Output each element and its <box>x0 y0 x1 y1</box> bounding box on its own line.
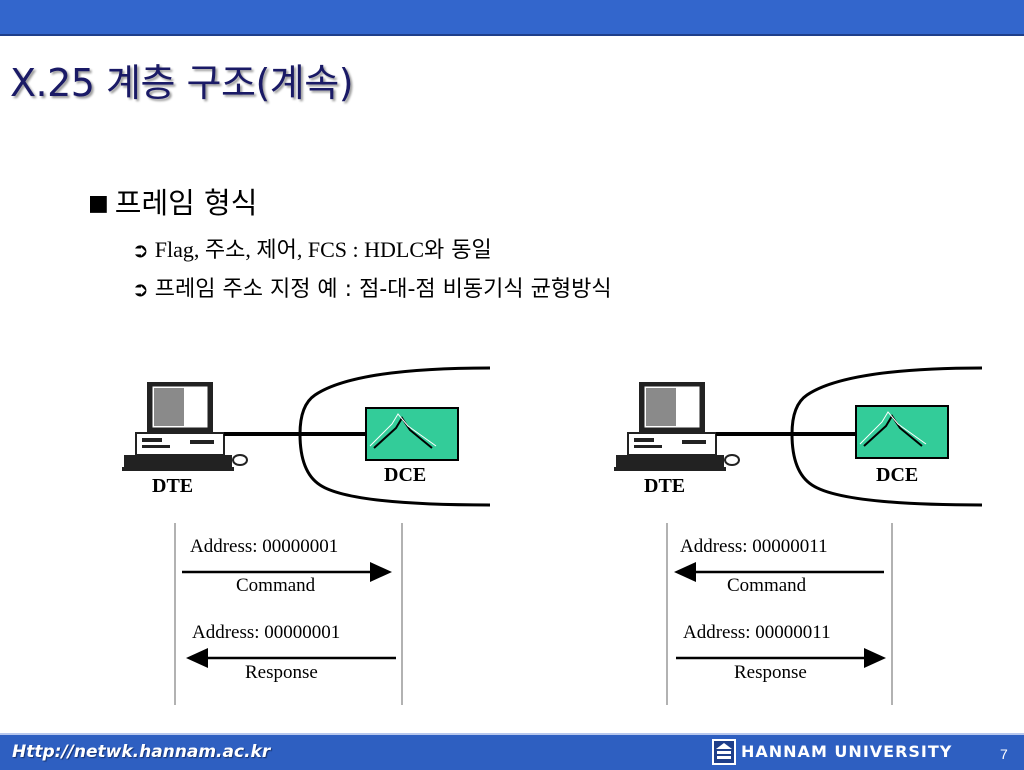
diagram-right-graphic <box>614 366 983 705</box>
dce-label: DCE <box>876 464 919 486</box>
arrow-bullet-icon: ➲ <box>132 277 149 301</box>
sub-bullet-1-part4: 제어 <box>256 238 297 263</box>
sub-bullet-1-part2: 주소 <box>204 238 246 263</box>
university-logo-icon <box>712 739 736 765</box>
response-address: Address: 00000011 <box>683 622 831 643</box>
main-bullet: ■프레임 형식 <box>88 180 257 222</box>
network-cloud-outline <box>790 366 983 507</box>
diagram-left-graphic <box>122 366 491 705</box>
response-label: Response <box>734 662 807 683</box>
command-address: Address: 00000011 <box>680 536 828 557</box>
dce-switch-icon <box>365 407 459 461</box>
command-arrow <box>674 562 884 582</box>
top-bar <box>0 0 1024 36</box>
arrow-bullet-icon: ➲ <box>132 238 149 262</box>
footer-bar: Http://netwk.hannam.ac.kr HANNAM UNIVERS… <box>0 733 1024 770</box>
bullet-marker: ■ <box>88 191 109 216</box>
sub-bullet-1-part1: Flag, <box>154 237 205 262</box>
computer-icon <box>122 382 248 471</box>
dte-label: DTE <box>644 475 686 497</box>
response-arrow <box>186 648 396 668</box>
response-arrow <box>676 648 886 668</box>
command-address: Address: 00000001 <box>190 536 339 557</box>
computer-icon <box>614 382 740 471</box>
dce-switch-icon <box>855 405 949 459</box>
sub-bullet-1-part3: , <box>245 237 257 262</box>
network-cloud-outline <box>298 366 491 507</box>
sub-bullet-2-text: 프레임 주소 지정 예 : 점-대-점 비동기식 균형방식 <box>154 277 612 302</box>
diagram-left: DTE DCE Address: 00000001 Command Addres… <box>110 360 510 705</box>
footer-url[interactable]: Http://netwk.hannam.ac.kr <box>12 742 271 762</box>
command-label: Command <box>727 575 807 596</box>
diagram-right: DTE DCE Address: 00000011 Command Addres… <box>602 360 1002 705</box>
sub-bullet-2: ➲프레임 주소 지정 예 : 점-대-점 비동기식 균형방식 <box>132 271 612 303</box>
command-label: Command <box>236 575 316 596</box>
dte-label: DTE <box>152 475 194 497</box>
slide-title: X.25 계층 구조(계속) <box>10 61 354 105</box>
sub-bullet-1-part6: 와 동일 <box>424 238 492 263</box>
command-arrow <box>182 562 392 582</box>
sub-bullet-1: ➲Flag, 주소, 제어, FCS : HDLC와 동일 <box>132 232 492 264</box>
response-label: Response <box>245 662 318 683</box>
response-address: Address: 00000001 <box>192 622 341 643</box>
dce-label: DCE <box>384 464 427 486</box>
university-name: HANNAM UNIVERSITY <box>741 742 953 761</box>
main-bullet-text: 프레임 형식 <box>114 186 258 220</box>
page-number: 7 <box>1000 746 1008 762</box>
sub-bullet-1-part5: , FCS : HDLC <box>296 237 425 262</box>
